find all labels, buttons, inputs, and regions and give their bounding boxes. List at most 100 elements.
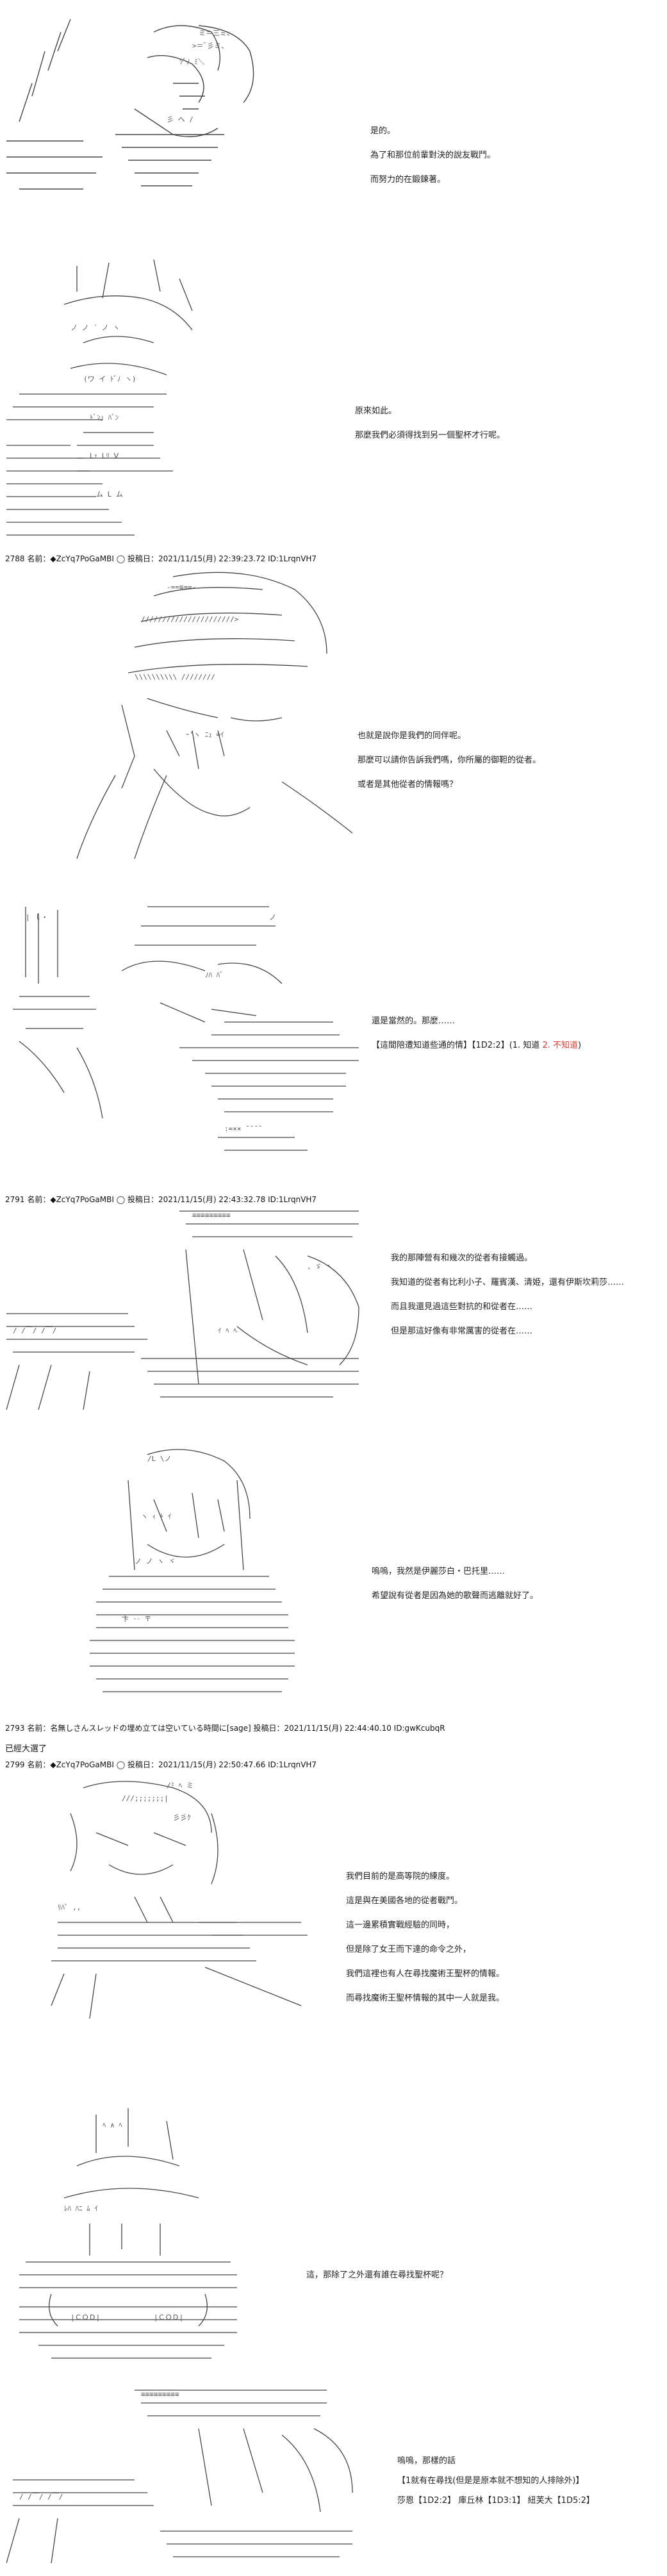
- post-header-text: 2788 名前：◆ZcYq7PoGaMBI ◯ 投稿日：2021/11/15(月…: [5, 554, 317, 563]
- svg-text:/L \ノ: /L \ノ: [147, 1455, 172, 1463]
- svg-text:/ /￣/ /￣/: / /￣/ /￣/: [13, 1326, 56, 1335]
- svg-text:|ＣＯＤ|: |ＣＯＤ|: [70, 2313, 100, 2322]
- ascii-art-character-5: ≡≡≡≡≡≡≡≡≡ 、ゞ ヽ / /￣/ /￣/ ｲ ﾍ ﾍ: [0, 1205, 372, 1423]
- svg-text:\\\\\\\\\\ ////////: \\\\\\\\\\ ////////: [135, 673, 215, 681]
- svg-text:ミ＝三ミ、: ミ＝三ミ、: [199, 29, 234, 37]
- ascii-art-character-8: ﾍ ∧ ﾍ ﾚﾊ ﾊﾆ ﾑ ｲ |ＣＯＤ| |ＣＯＤ|: [13, 2102, 250, 2371]
- svg-text:Lｪ Lﾘ Ⅴ: Lｪ Lﾘ Ⅴ: [90, 452, 119, 460]
- dialog-line: 原來如此。: [355, 406, 397, 416]
- dialog-line: 那麼可以請你告訴我們嗎，你所屬的御靼的從者。: [358, 755, 541, 765]
- post-header: 2799 名前：◆ZcYq7PoGaMBI ◯ 投稿日：2021/11/15(月…: [5, 1759, 317, 1770]
- choice-prefix: 【這間陪遭知道些通的情】【1D2:2】(1. 知道: [372, 1041, 543, 1050]
- svg-text:ノ ノ ヽ ヾ: ノ ノ ヽ ヾ: [135, 1557, 176, 1565]
- panel-4: | ｌ・ ノ ﾉﾊ ﾊﾞ :=×× ̄ ̄ ̄ ̄ 還是當然的。那麼…… 【這間…: [0, 900, 667, 1182]
- svg-text:>＝ﾞ彡ミ、: >＝ﾞ彡ミ、: [192, 42, 228, 50]
- dialog-line: 而尋找魔術王聖杯情報的其中一人就是我。: [346, 1994, 505, 2003]
- dialog-6: 嗚嗚，我然是伊麗莎白・巴托里…… 希望說有從者是因為她的歌聲而逃離就好了。: [372, 1566, 538, 1615]
- svg-text:ｰ'ヽ ﾆｭ =ｲ: ｰ'ヽ ﾆｭ =ｲ: [186, 731, 224, 739]
- choice-suffix: ): [578, 1041, 582, 1050]
- post-header: 2791 名前：◆ZcYq7PoGaMBI ◯ 投稿日：2021/11/15(月…: [5, 1194, 317, 1205]
- ascii-art-character-3: -==≡==- //////////////////////> \\\\\\\\…: [38, 564, 359, 865]
- panel-6: /L \ノ ヽ ｨ ﾄ ｲ ノ ノ ヽ ヾ 卞 ‥ 〒 嗚嗚，我然是伊麗莎白・巴…: [0, 1442, 667, 1711]
- dialog-line: 還是當然的。那麼……: [372, 1016, 456, 1026]
- dialog-7: 我們目前的是高等院的練度。 這是與在美國各地的從者戰鬥。 這一邊累積實戰經驗的同…: [346, 1871, 504, 2017]
- dialog-line: 這是與在美國各地的從者戰鬥。: [346, 1896, 463, 1906]
- dialog-line: 我們這裡也有人在尋找魔術王聖杯的情報。: [346, 1969, 505, 1979]
- ascii-art-character-7: /ﾐ ﾍ ミ ///;;;;;;;| 彡彡ｸ ﾘﾊﾞ ,,: [45, 1775, 314, 2057]
- ascii-art-character-1: ミ＝三ミ、 >＝ﾞ彡ミ、 ｿﾞﾉ ﾐ＼ 彡 ヘ /: [6, 13, 276, 205]
- svg-text:/ﾐ ﾍ ミ: /ﾐ ﾍ ミ: [167, 1781, 194, 1790]
- dialog-line: 這，那除了之外還有誰在尋找聖杯呢？: [306, 2270, 449, 2280]
- svg-text:ﾍ ∧ ﾍ: ﾍ ∧ ﾍ: [103, 2121, 122, 2129]
- dialog-line: 或者是其他從者的情報嗎？: [358, 780, 458, 789]
- svg-text:ム L ム: ム L ム: [96, 490, 123, 499]
- svg-text:|ＣＯＤ|: |ＣＯＤ|: [154, 2313, 183, 2322]
- dialog-line: 而努力的在鍛鍊著。: [370, 175, 446, 185]
- svg-text:ｲ ﾍ ﾍ: ｲ ﾍ ﾍ: [218, 1326, 237, 1335]
- reply-text: 已經大選了: [5, 1742, 47, 1754]
- svg-text:ﾘﾊﾞ ,,: ﾘﾊﾞ ,,: [58, 1903, 81, 1911]
- svg-text:ﾚﾊ ﾊﾆ ﾑ ｲ: ﾚﾊ ﾊﾆ ﾑ ｲ: [64, 2204, 98, 2213]
- choice-red-option: 2. 不知道: [542, 1041, 578, 1050]
- post-header: 2788 名前：◆ZcYq7PoGaMBI ◯ 投稿日：2021/11/15(月…: [5, 553, 317, 564]
- svg-text:ﾄﾞﾝ｣ ﾊﾞﾝ: ﾄﾞﾝ｣ ﾊﾞﾝ: [90, 413, 119, 422]
- dialog-4: 還是當然的。那麼…… 【這間陪遭知道些通的情】【1D2:2】(1. 知道 2. …: [372, 1016, 581, 1064]
- post-header-text: 2793 名前：名無しさんスレッドの埋め立ては空いている時間に[sage] 投稿…: [5, 1724, 445, 1733]
- post-header: 2793 名前：名無しさんスレッドの埋め立ては空いている時間に[sage] 投稿…: [5, 1722, 445, 1733]
- ascii-art-character-2: ノ ノ ´ ノ ヽ (ワ イ ﾄﾞﾉ ヽ) ﾄﾞﾝ｣ ﾊﾞﾝ Lｪ Lﾘ Ⅴ ム…: [6, 253, 276, 548]
- panel-2: ノ ノ ´ ノ ヽ (ワ イ ﾄﾞﾉ ヽ) ﾄﾞﾝ｣ ﾊﾞﾝ Lｪ Lﾘ Ⅴ ム…: [0, 247, 667, 548]
- svg-text:-==≡==-: -==≡==-: [167, 583, 196, 591]
- dialog-line: 也就是說你是我們的同伴呢。: [358, 731, 466, 741]
- svg-text:| ｌ・: | ｌ・: [26, 913, 48, 921]
- post-header-text: 2799 名前：◆ZcYq7PoGaMBI ◯ 投稿日：2021/11/15(月…: [5, 1760, 317, 1769]
- panel-5: ≡≡≡≡≡≡≡≡≡ 、ゞ ヽ / /￣/ /￣/ ｲ ﾍ ﾍ 我的那陣營有和幾次…: [0, 1205, 667, 1435]
- svg-text:ノ: ノ: [269, 913, 276, 921]
- dialog-line: 但是那這好像有非常厲害的從者在……: [391, 1326, 533, 1336]
- dialog-line: 為了和那位前輩對決的說友戰鬥。: [370, 151, 496, 160]
- dialog-2: 原來如此。 那麼我們必須得找到另一個聖杯才行呢。: [355, 406, 505, 454]
- dialog-1: 是的。 為了和那位前輩對決的說友戰鬥。 而努力的在鍛鍊著。: [370, 126, 495, 199]
- svg-text:、ゞ ヽ: 、ゞ ヽ: [308, 1262, 333, 1271]
- dialog-8: 這，那除了之外還有誰在尋找聖杯呢？: [306, 2270, 448, 2294]
- post-header-text: 2791 名前：◆ZcYq7PoGaMBI ◯ 投稿日：2021/11/15(月…: [5, 1195, 317, 1204]
- dialog-line: 那麼我們必須得找到另一個聖杯才行呢。: [355, 431, 506, 440]
- dialog-line: 我們目前的是高等院的練度。: [346, 1872, 455, 1881]
- dialog-line: 嗚嗚，那樣的話: [397, 2456, 456, 2466]
- svg-text:(ワ イ ﾄﾞﾉ ヽ): (ワ イ ﾄﾞﾉ ヽ): [83, 375, 136, 383]
- svg-text:ﾉﾊ ﾊﾞ: ﾉﾊ ﾊﾞ: [205, 971, 224, 979]
- svg-text::=×× ̄ ̄ ̄ ̄: :=×× ̄ ̄ ̄ ̄: [224, 1125, 261, 1133]
- dialog-line: 是的。: [370, 126, 396, 136]
- dialog-line: 莎恩【1D2:2】 庫丘林【1D3:1】 紐芙大【1D5:2】: [397, 2496, 595, 2506]
- svg-text:≡≡≡≡≡≡≡≡≡: ≡≡≡≡≡≡≡≡≡: [192, 1211, 231, 1219]
- dialog-line: 這一邊累積實戰經驗的同時，: [346, 1920, 455, 1930]
- ascii-art-character-6: /L \ノ ヽ ｨ ﾄ ｲ ノ ノ ヽ ヾ 卞 ‥ 〒: [70, 1442, 314, 1705]
- panel-8: ﾍ ∧ ﾍ ﾚﾊ ﾊﾆ ﾑ ｲ |ＣＯＤ| |ＣＯＤ| 這，那除了之外還有誰在尋…: [0, 2102, 667, 2377]
- svg-text://////////////////////>: //////////////////////>: [141, 615, 239, 623]
- svg-text:彡彡ｸ: 彡彡ｸ: [173, 1813, 191, 1822]
- reply-body: 已經大選了: [5, 1744, 47, 1754]
- ascii-art-character-9: ≡≡≡≡≡≡≡≡≡ / /￣/ /￣/: [6, 2377, 359, 2570]
- dialog-5: 我的那陣營有和幾次的從者有接觸過。 我知道的從者有比利小子、羅賓漢、清姫，還有伊…: [391, 1253, 624, 1350]
- svg-text:///;;;;;;;|: ///;;;;;;;|: [122, 1794, 169, 1803]
- dialog-line: 嗚嗚，我然是伊麗莎白・巴托里……: [372, 1567, 506, 1576]
- svg-text:卞 ‥ 〒: 卞 ‥ 〒: [122, 1614, 151, 1623]
- ascii-art-character-4: | ｌ・ ノ ﾉﾊ ﾊﾞ :=×× ̄ ̄ ̄ ̄: [13, 900, 372, 1169]
- dialog-line: 我知道的從者有比利小子、羅賓漢、清姫，還有伊斯坎莉莎……: [391, 1278, 625, 1287]
- dialog-line: 希望說有從者是因為她的歌聲而逃離就好了。: [372, 1591, 539, 1601]
- dialog-line: 而且我還見過這些對抗的和從者在……: [391, 1302, 533, 1312]
- dialog-choice: 【這間陪遭知道些通的情】【1D2:2】(1. 知道 2. 不知道): [372, 1040, 581, 1051]
- svg-text:≡≡≡≡≡≡≡≡≡: ≡≡≡≡≡≡≡≡≡: [141, 2390, 179, 2398]
- svg-text:ヽ ｨ ﾄ ｲ: ヽ ｨ ﾄ ｲ: [141, 1512, 171, 1521]
- svg-text:/ /￣/ /￣/: / /￣/ /￣/: [19, 2492, 63, 2501]
- panel-7: /ﾐ ﾍ ミ ///;;;;;;;| 彡彡ｸ ﾘﾊﾞ ,, 我們目前的是高等院的…: [0, 1775, 667, 2076]
- svg-text:ｿﾞﾉ ﾐ＼: ｿﾞﾉ ﾐ＼: [179, 58, 205, 66]
- dialog-line: 我的那陣營有和幾次的從者有接觸過。: [391, 1253, 533, 1263]
- panel-9: ≡≡≡≡≡≡≡≡≡ / /￣/ /￣/ 嗚嗚，那樣的話 【1就有在尋找(但是是原…: [0, 2377, 667, 2576]
- dialog-9: 嗚嗚，那樣的話 【1就有在尋找(但是是原本就不想知的人排除外)】 莎恩【1D2:…: [397, 2456, 595, 2520]
- panel-3: -==≡==- //////////////////////> \\\\\\\\…: [0, 564, 667, 923]
- svg-text:ノ ノ ´ ノ ヽ: ノ ノ ´ ノ ヽ: [70, 324, 120, 332]
- dialog-line: 但是除了女王而下達的命令之外，: [346, 1945, 472, 1954]
- svg-text:彡 ヘ /: 彡 ヘ /: [167, 115, 194, 124]
- dialog-line: 【1就有在尋找(但是是原本就不想知的人排除外)】: [397, 2476, 584, 2486]
- panel-1: ミ＝三ミ、 >＝ﾞ彡ミ、 ｿﾞﾉ ﾐ＼ 彡 ヘ / 是的。 為了和那位前輩對決的…: [0, 0, 667, 211]
